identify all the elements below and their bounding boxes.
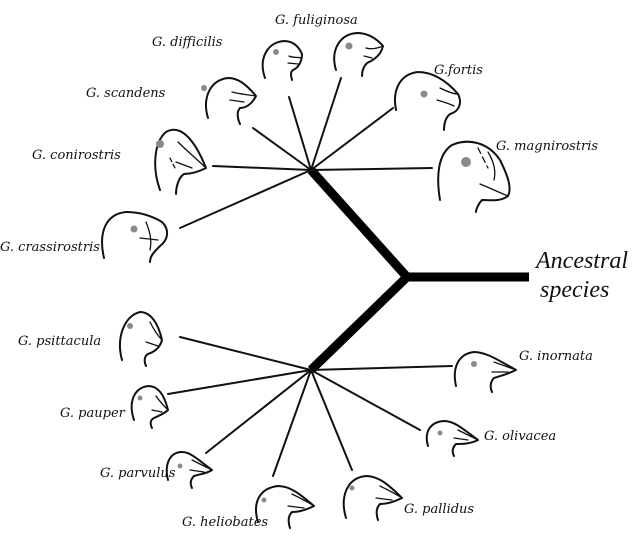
finch-head-conirostris-icon (154, 128, 207, 195)
upper-branches (179, 77, 433, 229)
species-labels: G. fuliginosa G. difficilis G.fortis G. … (0, 13, 598, 530)
branch-fortis (310, 107, 394, 171)
lower-trunk (307, 273, 411, 374)
finch-head-olivacea-icon (425, 420, 479, 457)
finch-head-fuliginosa-icon (333, 32, 384, 77)
label-magnirostris: G. magnirostris (496, 139, 598, 154)
branch-scandens (252, 127, 312, 171)
label-inornata: G. inornata (519, 349, 593, 364)
branch-difficilis (288, 96, 312, 171)
finch-head-fortis-icon (394, 71, 461, 131)
label-parvulus: G. parvulus (100, 466, 176, 481)
branch-psittacula (179, 336, 312, 371)
label-scandens: G. scandens (86, 86, 166, 101)
lower-branches (167, 336, 453, 477)
finch-head-parvulus-icon (165, 451, 213, 489)
branch-inornata (310, 365, 453, 371)
finch-head-heliobates-icon (255, 485, 315, 529)
finch-head-scandens-icon (201, 77, 257, 125)
ancestral-species-label: Ancestral species (534, 248, 628, 303)
label-fuliginosa: G. fuliginosa (275, 13, 358, 28)
finch-head-crassirostris-icon (101, 211, 168, 263)
branch-crassirostris (179, 169, 312, 229)
finch-head-psittacula-icon (119, 311, 163, 367)
branch-heliobates (272, 369, 312, 477)
finch-head-magnirostris-icon (437, 140, 511, 213)
label-heliobates: G. heliobates (182, 515, 268, 530)
label-conirostris: G. conirostris (32, 148, 121, 163)
bird-heads (101, 32, 517, 529)
label-olivacea: G. olivacea (484, 429, 556, 444)
branch-conirostris (212, 165, 312, 171)
branch-pallidus (310, 369, 353, 471)
finch-head-pallidus-icon (342, 475, 403, 521)
label-fortis: G.fortis (434, 63, 483, 78)
branch-magnirostris (310, 167, 433, 171)
label-psittacula: G. psittacula (18, 334, 101, 349)
label-pauper: G. pauper (60, 406, 126, 421)
finch-head-inornata-icon (453, 351, 517, 393)
trunk-branches (307, 166, 529, 374)
branch-olivacea (310, 369, 421, 431)
label-crassirostris: G. crassirostris (0, 240, 100, 255)
finch-head-difficilis-icon (261, 40, 303, 81)
branch-pauper (167, 369, 312, 395)
label-difficilis: G. difficilis (152, 35, 223, 50)
ancestral-label-line1: Ancestral (534, 248, 628, 274)
label-pallidus: G. pallidus (404, 502, 474, 517)
branch-parvulus (205, 369, 312, 454)
ancestral-label-line2: species (540, 277, 609, 303)
branch-fuliginosa (310, 77, 342, 171)
finch-head-pauper-icon (130, 385, 169, 429)
